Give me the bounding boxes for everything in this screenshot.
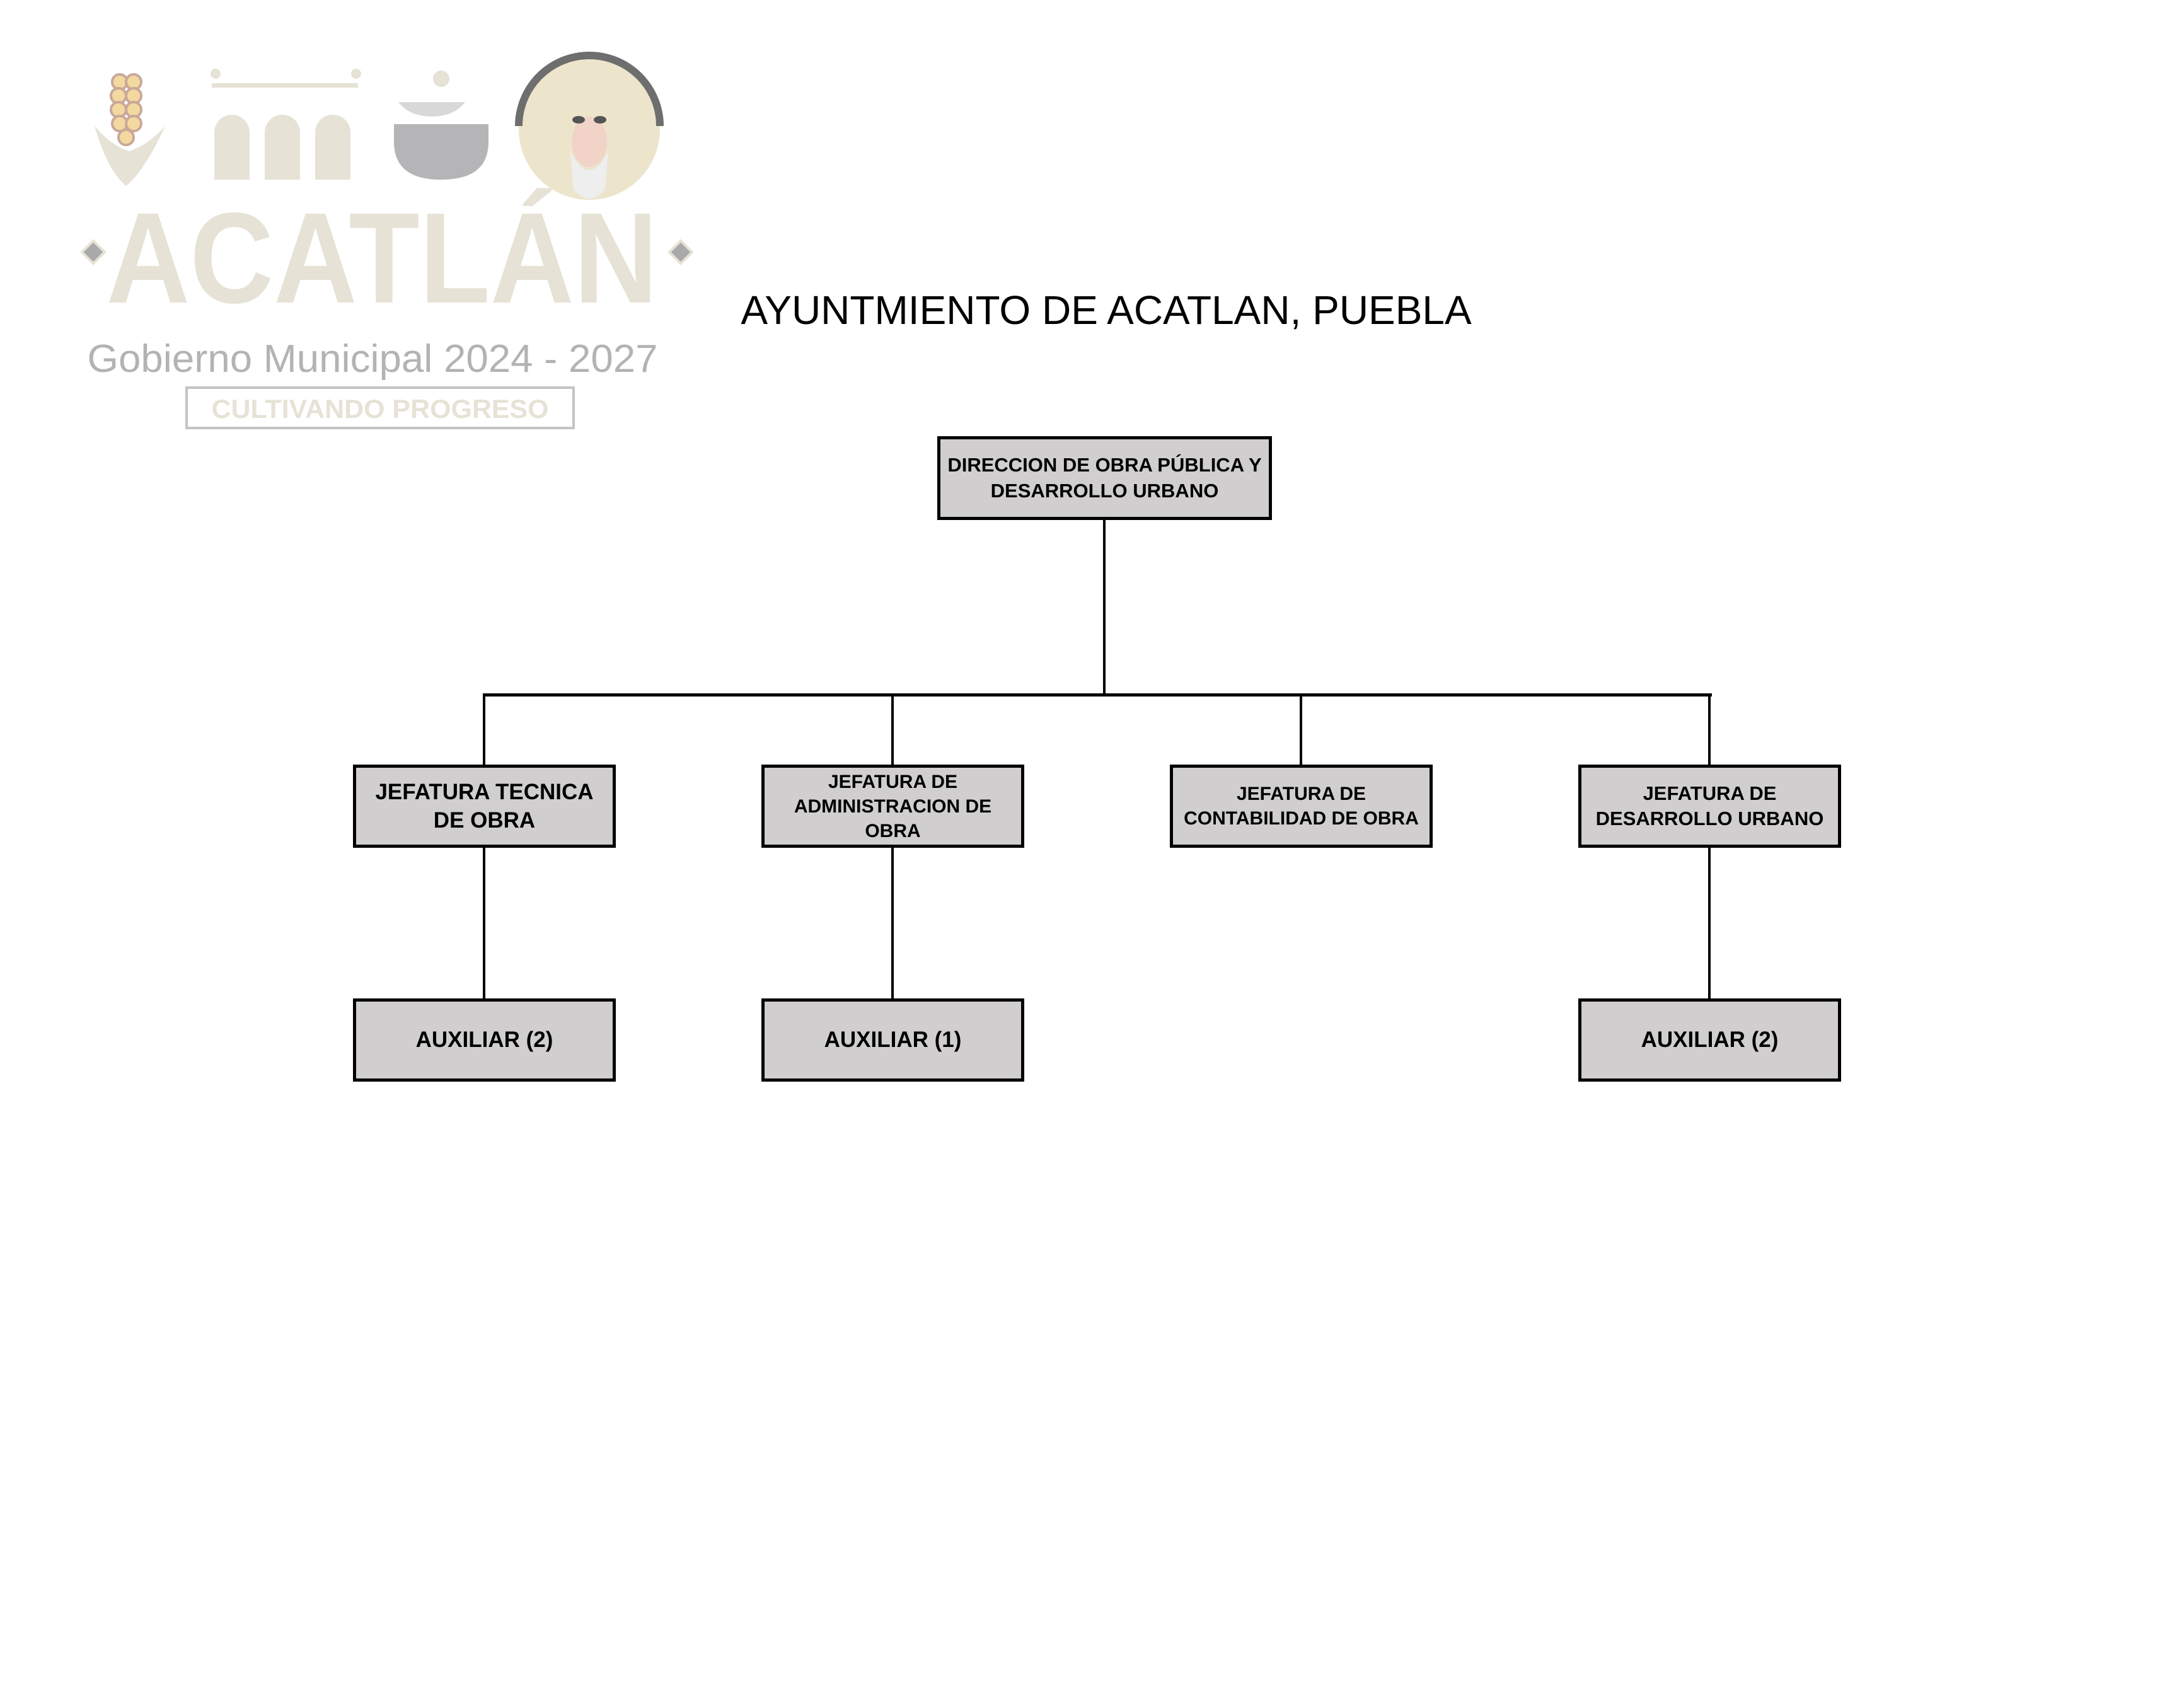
slogan-frame	[185, 386, 575, 429]
connector-root-down	[1103, 519, 1106, 696]
corn-icon	[95, 73, 165, 186]
connector-dept-3	[1300, 693, 1302, 766]
connector-horizontal	[483, 693, 1712, 697]
org-node-jefatura-desarrollo-urbano: JEFATURA DE DESARROLLO URBANO	[1578, 765, 1841, 848]
page-title: AYUNTMIENTO DE ACATLAN, PUEBLA	[741, 287, 1472, 333]
org-node-label: JEFATURA DE DESARROLLO URBANO	[1595, 782, 1824, 830]
org-node-label: AUXILIAR (1)	[824, 1027, 962, 1053]
org-node-jefatura-administracion: JEFATURA DE ADMINISTRACION DE OBRA	[761, 765, 1024, 848]
logo-subtitle: Gobierno Municipal 2024 - 2027	[88, 337, 658, 381]
org-node-label: JEFATURA TECNICA DE OBRA	[375, 779, 594, 833]
connector-dept-1	[483, 693, 485, 766]
connector-aux-1	[483, 847, 485, 1000]
portrait-icon	[515, 52, 664, 200]
org-node-label: JEFATURA DE CONTABILIDAD DE OBRA	[1184, 783, 1419, 829]
arches-icon	[211, 69, 361, 180]
diamond-right-icon	[667, 239, 694, 265]
logo-name: ACATLÁN	[107, 186, 658, 330]
logo-slogan: CULTIVANDO PROGRESO	[212, 394, 549, 424]
connector-aux-4	[1708, 847, 1711, 1000]
org-node-auxiliar-administracion: AUXILIAR (1)	[761, 998, 1024, 1082]
diamond-left-icon	[80, 239, 107, 265]
org-node-jefatura-contabilidad: JEFATURA DE CONTABILIDAD DE OBRA	[1170, 765, 1433, 848]
bowl-icon	[394, 71, 488, 180]
connector-aux-2	[891, 847, 894, 1000]
org-node-label: AUXILIAR (2)	[415, 1027, 553, 1053]
acatlan-logo: ACATLÁN Gobierno Municipal 2024 - 2027 C…	[80, 52, 694, 429]
org-node-label: DIRECCION DE OBRA PÚBLICA Y DESARROLLO U…	[947, 454, 1262, 502]
org-node-root: DIRECCION DE OBRA PÚBLICA Y DESARROLLO U…	[937, 436, 1272, 520]
connector-dept-2	[891, 693, 894, 766]
org-node-auxiliar-tecnica: AUXILIAR (2)	[353, 998, 616, 1082]
org-node-jefatura-tecnica: JEFATURA TECNICA DE OBRA	[353, 765, 616, 848]
connector-dept-4	[1708, 693, 1711, 766]
org-node-auxiliar-desarrollo-urbano: AUXILIAR (2)	[1578, 998, 1841, 1082]
org-node-label: AUXILIAR (2)	[1641, 1027, 1779, 1053]
org-node-label: JEFATURA DE ADMINISTRACION DE OBRA	[794, 771, 992, 841]
